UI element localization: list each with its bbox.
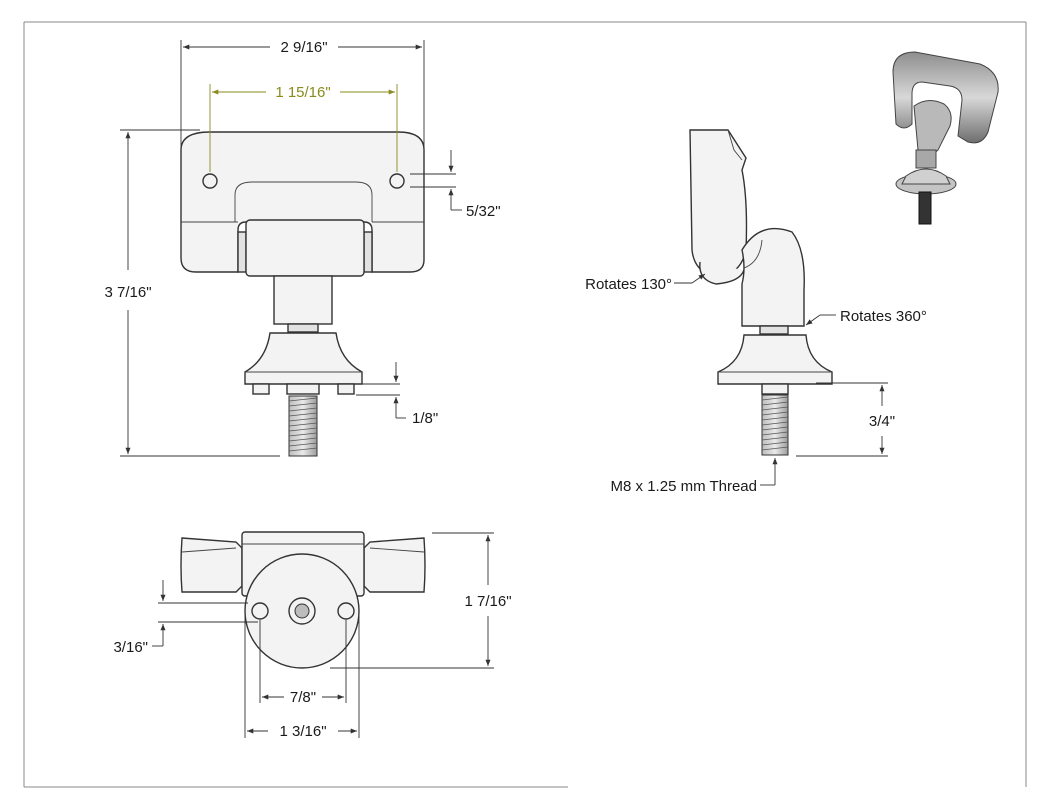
dim-base-hole-spacing: 7/8" (259, 620, 347, 706)
dim-bottom-offset: 3/16" (113, 580, 258, 656)
front-view (180, 131, 425, 457)
dim-hole-spacing: 1 15/16" (209, 84, 398, 172)
drawing-frame (23, 21, 1027, 788)
dim-thread-length: 3/4" (796, 382, 895, 457)
dim-bottom-height: 1 7/16" (330, 532, 512, 669)
thread-length-label: 3/4" (869, 413, 895, 430)
rotates-130-label: Rotates 130° (585, 276, 672, 293)
hole-offset-label: 5/32" (466, 203, 501, 220)
dim-hole-offset: 5/32" (410, 150, 501, 220)
dim-base-thickness: 1/8" (356, 362, 438, 427)
isometric-view (892, 51, 999, 225)
annotation-rotates-360: Rotates 360° (805, 308, 927, 326)
dim-overall-width: 2 9/16" (180, 39, 425, 150)
dim-overall-height: 3 7/16" (104, 129, 280, 457)
hole-spacing-label: 1 15/16" (275, 84, 330, 101)
overall-height-label: 3 7/16" (104, 284, 151, 301)
dim-base-diameter: 1 3/16" (244, 612, 360, 740)
annotation-rotates-130: Rotates 130° (585, 273, 706, 293)
annotation-thread: M8 x 1.25 mm Thread (611, 458, 778, 495)
base-diameter-label: 1 3/16" (279, 723, 326, 740)
bottom-offset-label: 3/16" (113, 639, 148, 656)
base-hole-spacing-label: 7/8" (290, 689, 316, 706)
thread-label: M8 x 1.25 mm Thread (611, 478, 757, 495)
base-thickness-label: 1/8" (412, 410, 438, 427)
rotates-360-label: Rotates 360° (840, 308, 927, 325)
side-view (689, 129, 833, 456)
bottom-view (180, 531, 426, 669)
overall-width-label: 2 9/16" (280, 39, 327, 56)
bottom-height-label: 1 7/16" (464, 593, 511, 610)
